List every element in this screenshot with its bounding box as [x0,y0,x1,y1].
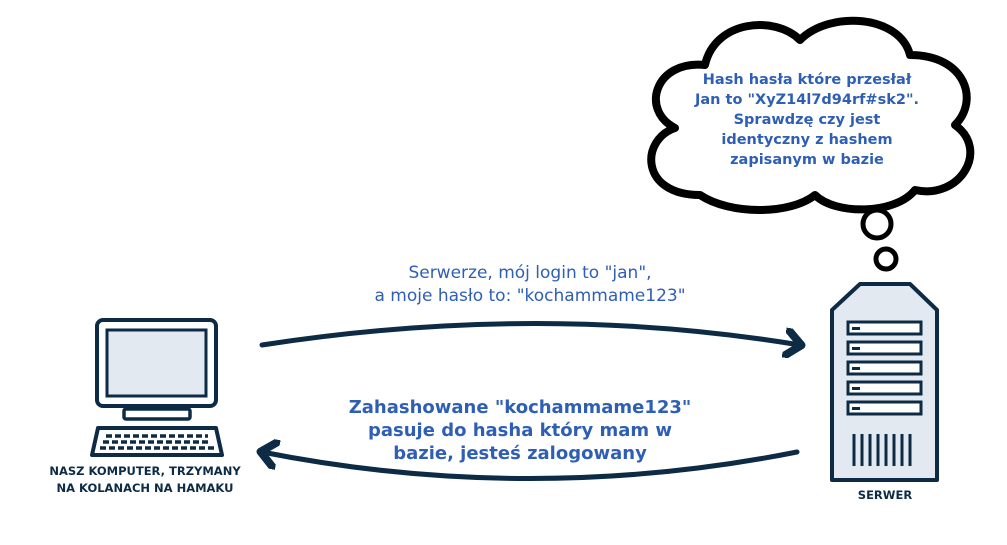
request-arrow [259,321,800,346]
thought-bubble-dot-small [873,246,899,272]
server-caption: SERWER [857,488,913,502]
thought-bubble-text: Hash hasła które przesłał Jan to "XyZ14l… [694,72,920,168]
desktop-computer-icon [90,318,224,457]
request-message: Serwerze, mój login to "jan", a moje has… [374,263,686,306]
thought-cloud [647,16,975,272]
response-arrow [262,452,800,481]
response-message: Zahashowane "kochammame123" pasuje do ha… [348,397,692,464]
server-tower-icon [830,282,939,482]
computer-caption: NASZ KOMPUTER, TRZYMANY NA KOLANACH NA H… [49,464,241,495]
thought-bubble-dot-large [860,207,894,241]
